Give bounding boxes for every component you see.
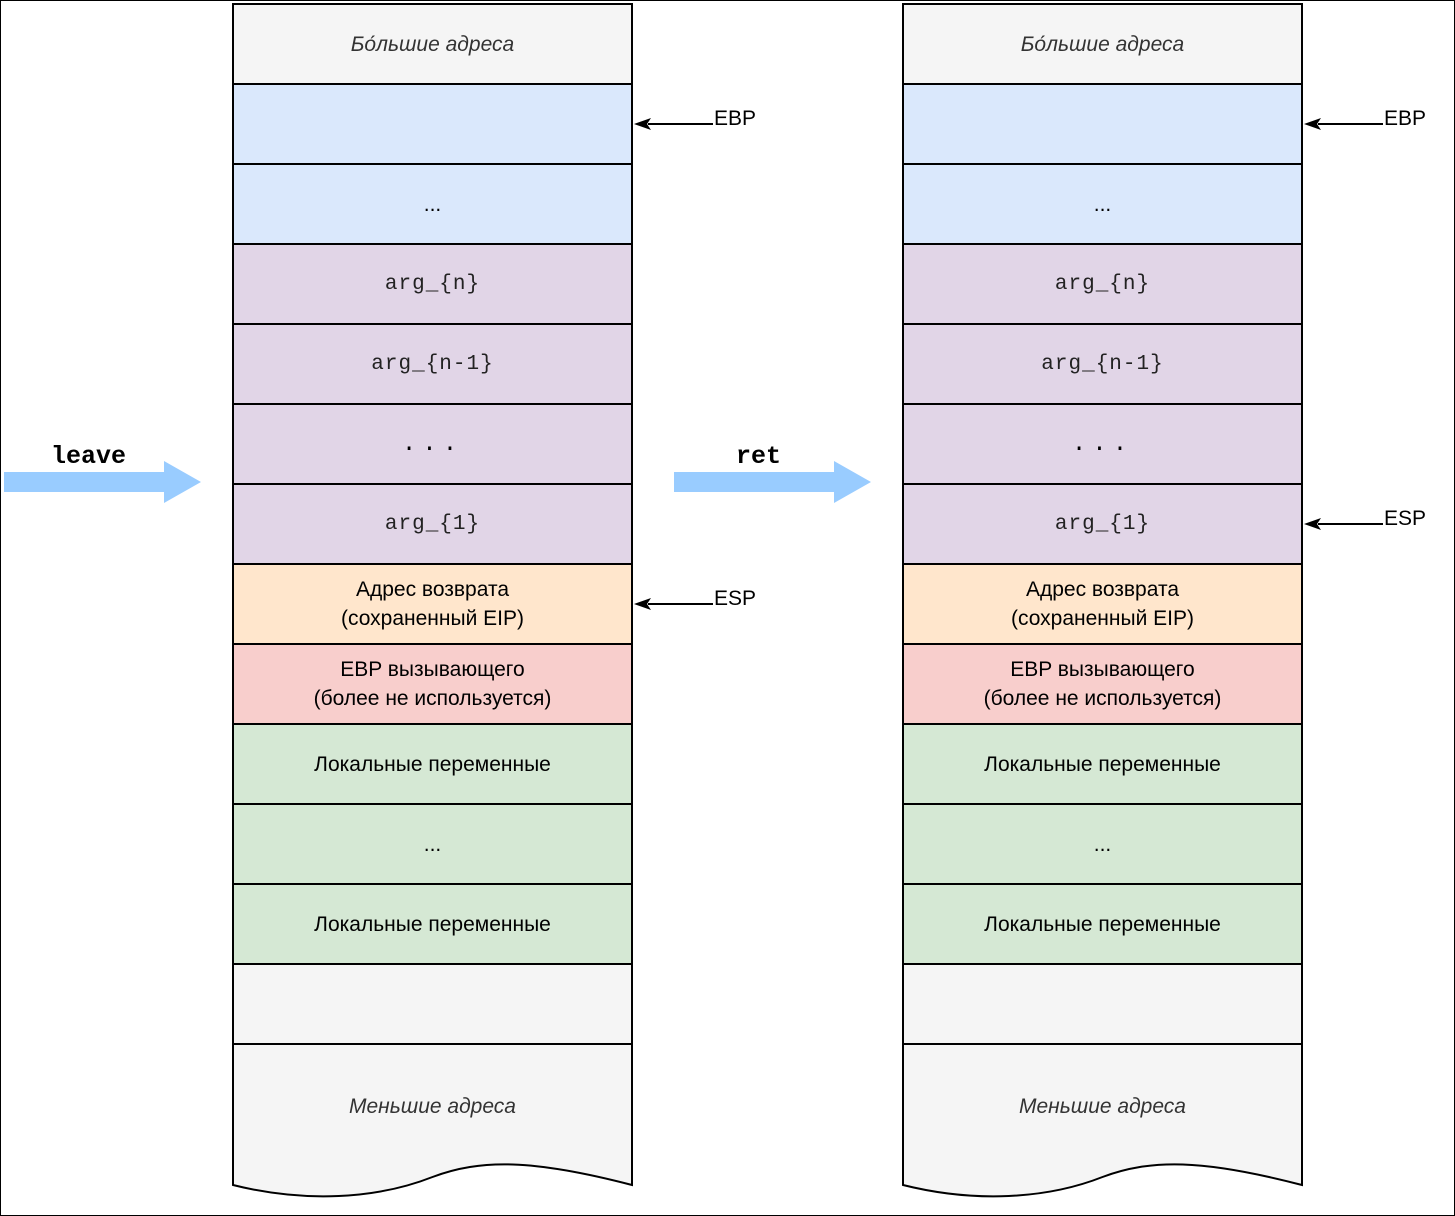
stack-right-cell-10: ...: [1093, 832, 1112, 856]
stack-right-cell-9: Локальные переменные: [984, 752, 1221, 776]
stack-right-cell-0: Бо́льшие адреса: [1020, 32, 1185, 56]
stack-right-cell-10-shape: [902, 803, 1303, 885]
stack-right-cell-0-shape: [902, 3, 1303, 85]
stack-left-cell-6-shape: [232, 483, 633, 565]
stack-left-cell-3-shape: [232, 243, 633, 325]
stack-right-cell-11: Локальные переменные: [984, 912, 1221, 936]
instruction-ret-arrow: [674, 461, 871, 503]
stack-left-cell-13-shape: [232, 1043, 633, 1198]
stack-left-cell-13: Меньшие адреса: [349, 1095, 516, 1118]
stack-right-pointer-esp-arrowhead: [1304, 518, 1321, 530]
stack-left-cell-4: arg_{n-1}: [371, 352, 494, 376]
stack-right-cell-8-shape: [902, 643, 1303, 725]
stack-right-cell-1: [903, 84, 1302, 164]
stack-left-cell-10: ...: [423, 832, 442, 856]
stack-right-cell-7-shape: [902, 563, 1303, 645]
stack-right-cell-13-shape: [902, 1043, 1303, 1198]
stack-left-cell-0: Бо́льшие адреса: [350, 32, 515, 56]
stack-left-cell-9-shape: [232, 723, 633, 805]
stack-right-cell-3: arg_{n}: [1054, 272, 1151, 296]
stack-right-cell-2-shape: [902, 163, 1303, 245]
stack-left-cell-11: Локальные переменные: [314, 912, 551, 936]
stack-right-cell-3-shape: [902, 243, 1303, 325]
stack-left-cell-5: ...: [401, 430, 464, 458]
stack-right-cell-8: EBP вызывающего (более не используется): [983, 658, 1222, 710]
stack-right-cell-1-shape: [902, 83, 1303, 165]
stack-left-cell-6: arg_{1}: [384, 512, 481, 536]
stack-left-cell-12-shape: [232, 963, 633, 1045]
stack-left-cell-9: Локальные переменные: [314, 752, 551, 776]
stack-left-cell-7: Адрес возврата (сохраненный EIP): [340, 578, 524, 630]
stack-right-cell-12: [903, 964, 1302, 1044]
stack-right-pointer-ebp-arrowhead: [1304, 118, 1321, 130]
stack-left-cell-1: [233, 84, 632, 164]
stack-left-cell-5-shape: [232, 403, 633, 485]
stack-right-cell-2: ...: [1093, 192, 1112, 216]
stack-left-cell-8-shape: [232, 643, 633, 725]
stack-right-cell-5-shape: [902, 403, 1303, 485]
instruction-ret-label: ret: [735, 442, 781, 471]
stack-left-cell-3: arg_{n}: [384, 272, 481, 296]
instruction-leave-arrow: [4, 461, 201, 503]
stack-left-cell-12: [233, 964, 632, 1044]
stack-left-cell-7-shape: [232, 563, 633, 645]
stack-right-cell-6: arg_{1}: [1054, 512, 1151, 536]
stack-left-cell-8: EBP вызывающего (более не используется): [313, 658, 552, 710]
stack-left-pointer-ebp-label: EBP: [714, 107, 757, 130]
stack-left-cell-2: ...: [423, 192, 442, 216]
stack-right-cell-11-shape: [902, 883, 1303, 965]
stack-left-cell-1-shape: [232, 83, 633, 165]
stack-left-cell-10-shape: [232, 803, 633, 885]
stack-left-pointer-esp-arrowhead: [634, 598, 651, 610]
stack-right-cell-13: Меньшие адреса: [1019, 1095, 1186, 1118]
stack-left-pointer-ebp-arrowhead: [634, 118, 651, 130]
stack-right-cell-4: arg_{n-1}: [1041, 352, 1164, 376]
stack-left-pointer-esp-label: ESP: [714, 587, 757, 610]
stack-right-pointer-esp-label: ESP: [1384, 507, 1427, 530]
stack-right-cell-4-shape: [902, 323, 1303, 405]
stack-right-cell-7: Адрес возврата (сохраненный EIP): [1010, 578, 1194, 630]
stack-right-cell-5: ...: [1071, 430, 1134, 458]
stack-left-cell-2-shape: [232, 163, 633, 245]
stack-left-cell-11-shape: [232, 883, 633, 965]
instruction-leave-label: leave: [50, 442, 126, 471]
stack-right-pointer-ebp-label: EBP: [1384, 107, 1427, 130]
stack-right-cell-9-shape: [902, 723, 1303, 805]
stack-right-cell-12-shape: [902, 963, 1303, 1045]
